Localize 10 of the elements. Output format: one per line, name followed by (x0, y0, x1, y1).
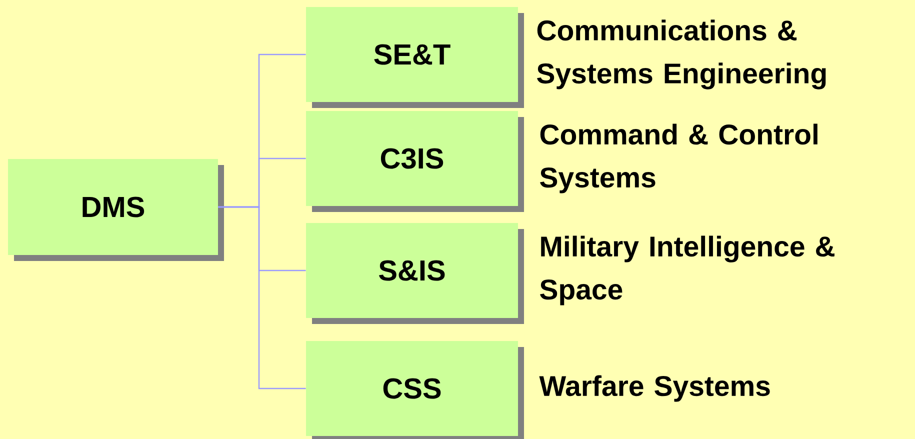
connector-line (218, 206, 306, 390)
description-text: Communications & Systems Engineering (537, 20, 826, 90)
org-box: DMS (8, 159, 224, 261)
description-text: Command & Control Systems (540, 124, 818, 194)
org-box: C3IS (306, 111, 524, 212)
description-text: Warfare Systems (539, 375, 770, 402)
org-box: S&IS (306, 223, 524, 324)
description-text: Military Intelligence & Space (540, 236, 834, 306)
org-box: CSS (306, 341, 524, 439)
org-box: SE&T (306, 7, 524, 108)
